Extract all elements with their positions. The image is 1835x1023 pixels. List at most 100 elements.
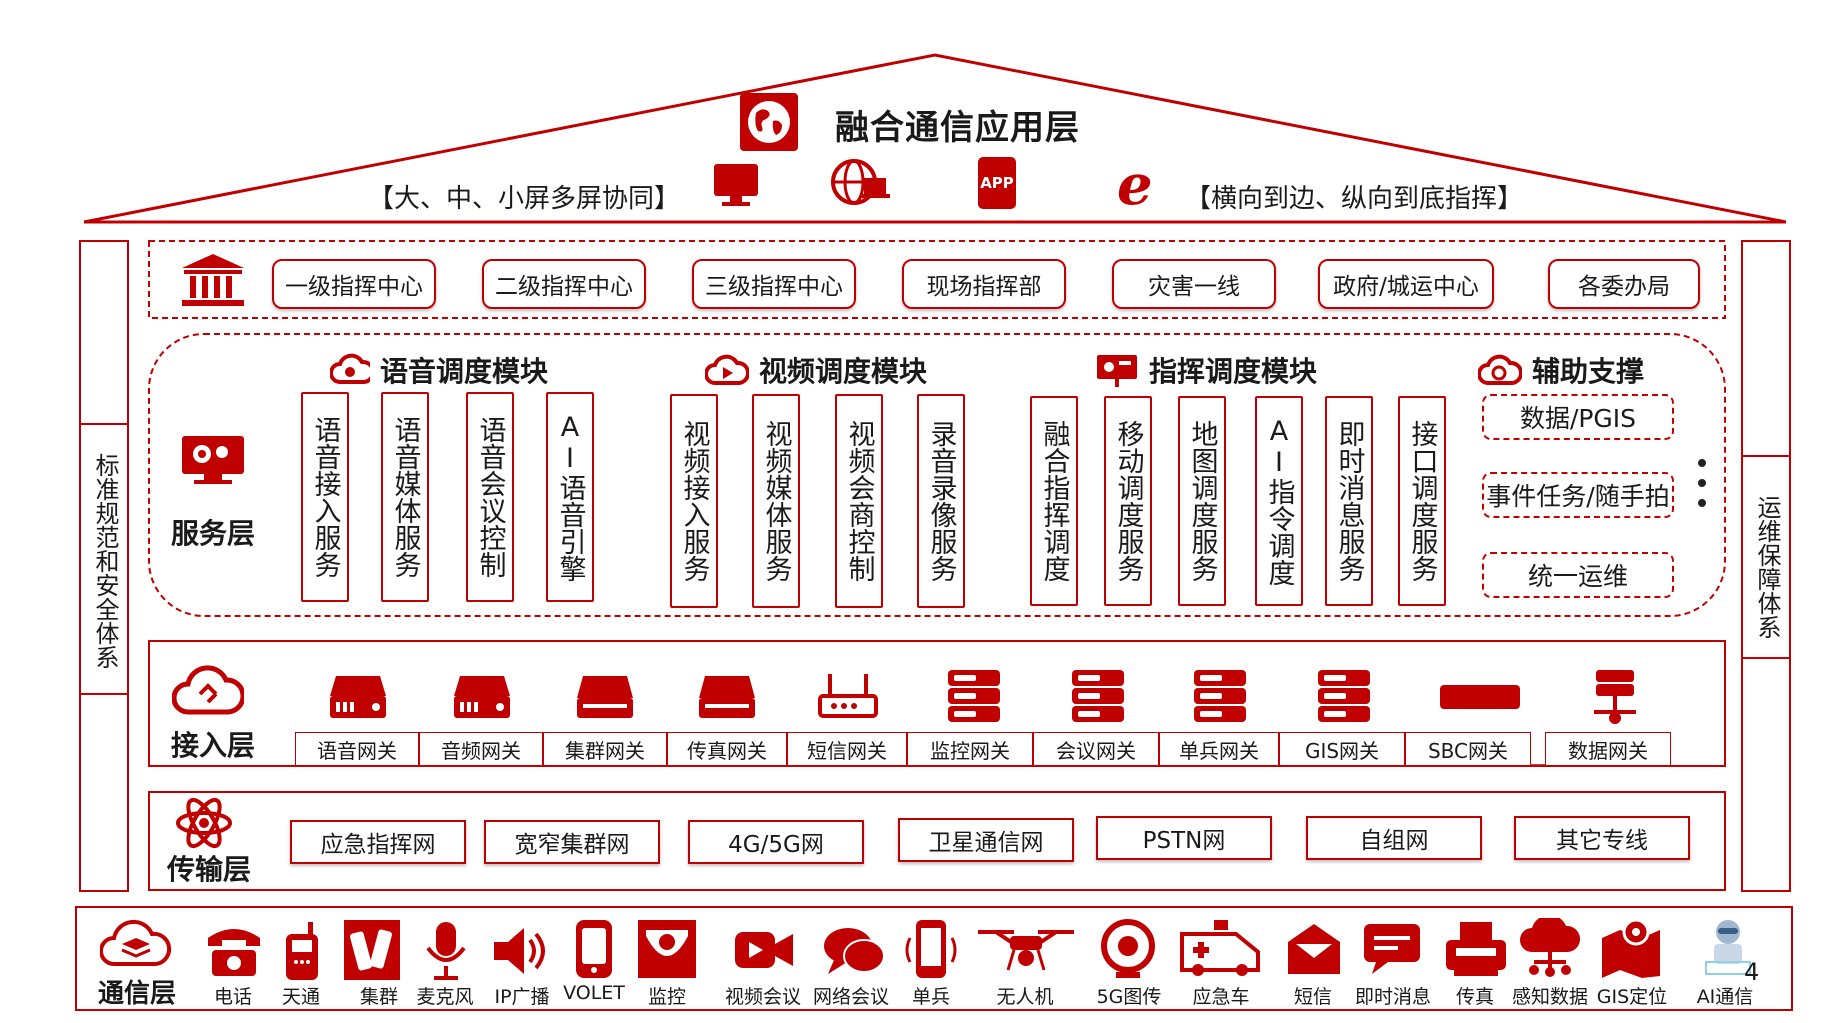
net-other-leased[interactable]: 其它专线 [1514, 816, 1690, 860]
center-level-3[interactable]: 三级指挥中心 [692, 259, 856, 309]
service-layer-label: 服务层 [171, 517, 256, 550]
center-committees[interactable]: 各委办局 [1548, 259, 1700, 309]
ai-voice-engine[interactable]: AI语音引擎 [546, 392, 594, 602]
command-reach-text: 【横向到边、纵向到底指挥】 [1185, 184, 1524, 214]
walkie-talkie-icon [342, 918, 402, 986]
device-web-conference[interactable]: 网络会议 [812, 986, 889, 1008]
ie-icon: e [1117, 152, 1153, 218]
voice-conference-control[interactable]: 语音会议控制 [466, 392, 514, 602]
center-gov[interactable]: 政府/城运中心 [1318, 259, 1494, 309]
cloud-video-icon [705, 354, 749, 385]
mobile-dispatch-service[interactable]: 移动调度服务 [1104, 396, 1152, 606]
recording-service[interactable]: 录音录像服务 [917, 394, 965, 608]
device-5g-image[interactable]: 5G图传 [1096, 986, 1162, 1008]
cloud-transfer-icon [171, 662, 246, 722]
more-dots-icon [1697, 458, 1707, 512]
web-globe-icon [830, 158, 890, 212]
net-4g5g[interactable]: 4G/5G网 [688, 820, 864, 864]
gateway-fax[interactable]: 传真网关 [667, 732, 787, 766]
ai-robot-icon [1700, 916, 1756, 982]
fusion-dispatch[interactable]: 融合指挥调度 [1030, 396, 1078, 606]
device-gis-location[interactable]: GIS定位 [1596, 986, 1668, 1008]
voice-module-title: 语音调度模块 [330, 350, 548, 390]
net-emergency-command[interactable]: 应急指挥网 [290, 820, 466, 864]
device-ip-broadcast[interactable]: IP广播 [494, 986, 550, 1008]
gateway-monitor[interactable]: 监控网关 [907, 732, 1033, 766]
aux-event-task[interactable]: 事件任务/随手拍 [1482, 472, 1674, 518]
chat-bubbles-icon [822, 922, 886, 982]
device-instant-message[interactable]: 即时消息 [1354, 986, 1431, 1008]
voice-access-service[interactable]: 语音接入服务 [301, 392, 349, 602]
side-standards-security: 标准规范和安全体系 [91, 453, 119, 669]
gateway-voice[interactable]: 语音网关 [295, 732, 419, 766]
microphone-icon [424, 920, 468, 986]
gateway-meeting[interactable]: 会议网关 [1033, 732, 1159, 766]
ai-command-dispatch[interactable]: AI指令调度 [1255, 396, 1303, 606]
gateway-gis[interactable]: GIS网关 [1279, 732, 1405, 766]
gateway-sbc[interactable]: SBC网关 [1405, 732, 1531, 766]
app-icon: APP [978, 157, 1016, 209]
fax-machine-icon [1444, 920, 1508, 982]
ambulance-icon [1178, 918, 1264, 982]
audio-gateway-icon [452, 672, 512, 724]
gateway-sms[interactable]: 短信网关 [787, 732, 907, 766]
device-tiantong[interactable]: 天通 [281, 986, 320, 1008]
video-media-service[interactable]: 视频媒体服务 [752, 394, 800, 608]
net-broad-narrow-trunk[interactable]: 宽窄集群网 [484, 820, 660, 864]
device-single-soldier[interactable]: 单兵 [911, 986, 950, 1008]
net-adhoc[interactable]: 自组网 [1306, 816, 1482, 860]
data-gateway-icon [1590, 668, 1640, 730]
device-sms[interactable]: 短信 [1293, 986, 1332, 1008]
device-microphone[interactable]: 麦克风 [416, 986, 474, 1008]
center-level-2[interactable]: 二级指挥中心 [482, 259, 646, 309]
device-sensing-data[interactable]: 感知数据 [1511, 986, 1588, 1008]
command-module-title-text: 指挥调度模块 [1149, 355, 1318, 388]
aux-data-pgis[interactable]: 数据/PGIS [1482, 394, 1674, 440]
trunk-gateway-icon [575, 672, 635, 724]
soldier-gateway-icon [1192, 668, 1248, 728]
interface-dispatch-service[interactable]: 接口调度服务 [1398, 396, 1446, 606]
device-monitor[interactable]: 监控 [647, 986, 686, 1008]
gateway-trunk[interactable]: 集群网关 [543, 732, 667, 766]
net-satellite[interactable]: 卫星通信网 [898, 818, 1074, 862]
center-level-1[interactable]: 一级指挥中心 [272, 259, 436, 309]
sms-gateway-icon [818, 672, 878, 724]
video-conference-icon [733, 924, 795, 980]
device-video-conference[interactable]: 视频会议 [724, 986, 801, 1008]
access-layer-label: 接入层 [171, 729, 256, 762]
device-emergency-vehicle[interactable]: 应急车 [1192, 986, 1250, 1008]
gateway-data[interactable]: 数据网关 [1545, 732, 1671, 766]
transport-layer-label: 传输层 [167, 853, 252, 886]
voice-media-service[interactable]: 语音媒体服务 [381, 392, 429, 602]
gateway-audio[interactable]: 音频网关 [419, 732, 543, 766]
net-pstn[interactable]: PSTN网 [1096, 816, 1272, 860]
device-drone[interactable]: 无人机 [996, 986, 1054, 1008]
message-icon [1362, 922, 1422, 980]
satellite-phone-icon [282, 920, 322, 986]
center-disaster-frontline[interactable]: 灾害一线 [1112, 259, 1276, 309]
mobile-phone-icon [904, 918, 958, 984]
fax-gateway-icon [697, 672, 757, 724]
device-phone[interactable]: 电话 [213, 986, 252, 1008]
center-field-hq[interactable]: 现场指挥部 [902, 259, 1066, 309]
camera-dome-icon [636, 918, 698, 984]
atom-icon [174, 796, 234, 854]
instant-message-service[interactable]: 即时消息服务 [1325, 396, 1373, 606]
device-fax[interactable]: 传真 [1455, 986, 1494, 1008]
globe-icon [740, 93, 798, 151]
video-consult-control[interactable]: 视频会商控制 [835, 394, 883, 608]
monitor-gateway-icon [946, 668, 1002, 728]
meeting-gateway-icon [1070, 668, 1126, 728]
comm-layer-label: 通信层 [98, 979, 177, 1009]
aux-unified-ops[interactable]: 统一运维 [1482, 552, 1674, 598]
video-module-title: 视频调度模块 [705, 350, 927, 390]
page-number: 4 [1744, 958, 1760, 986]
map-dispatch-service[interactable]: 地图调度服务 [1178, 396, 1226, 606]
device-trunk[interactable]: 集群 [359, 986, 398, 1008]
device-volte[interactable]: VOLET [563, 982, 625, 1004]
aux-module-title: 辅助支撑 [1478, 350, 1644, 390]
device-ai-comm[interactable]: AI通信 [1696, 986, 1754, 1008]
gateway-soldier[interactable]: 单兵网关 [1159, 732, 1279, 766]
video-access-service[interactable]: 视频接入服务 [670, 394, 718, 608]
